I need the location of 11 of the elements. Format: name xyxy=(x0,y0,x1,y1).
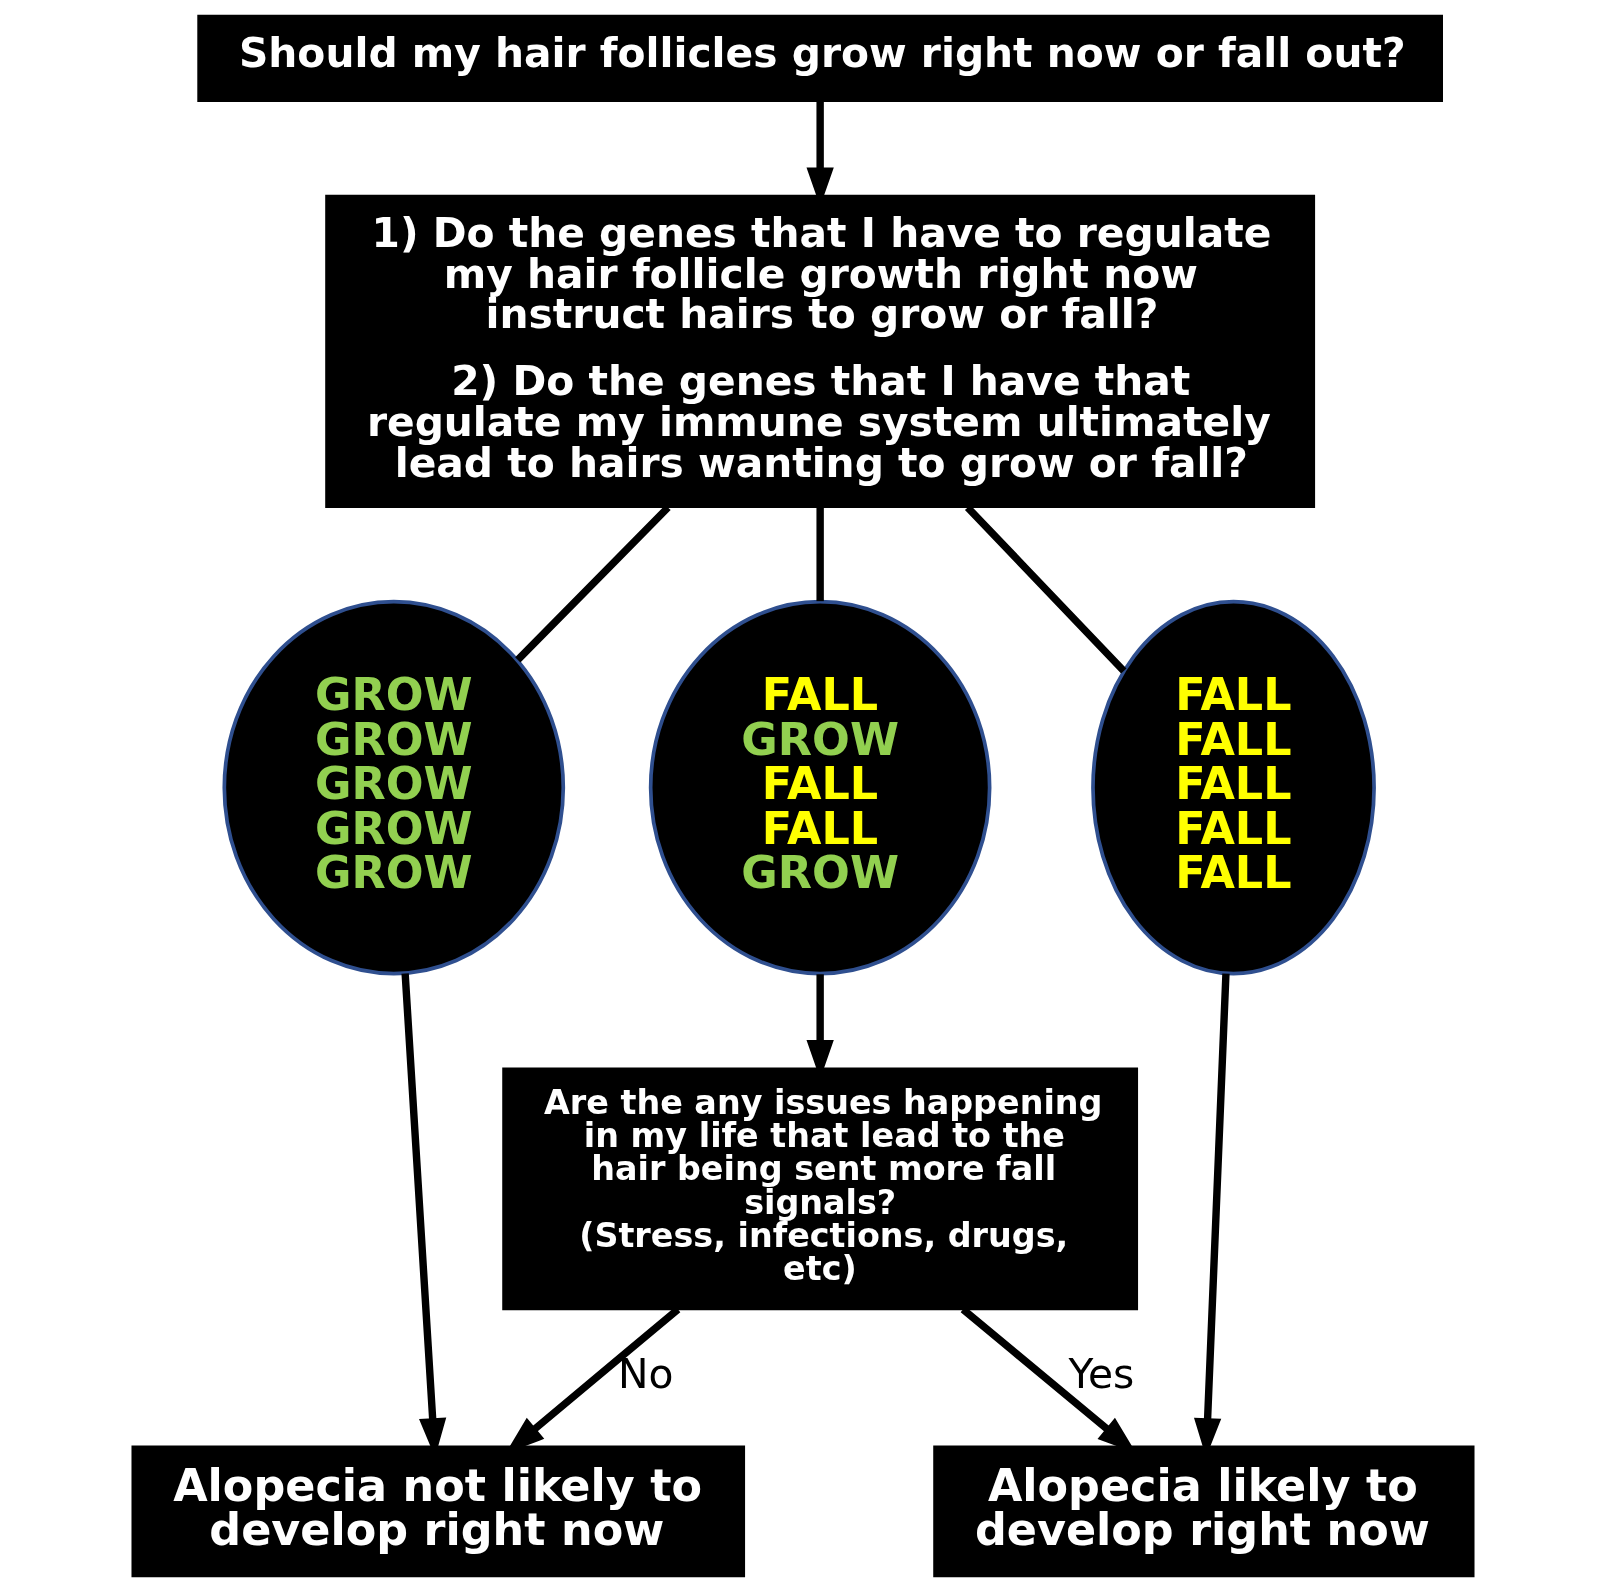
node-box: Are the any issues happening in my life that lead to the hair being sent more fall signals? (Stress, infections, drugs, etc) xyxy=(502,1067,1139,1311)
node-box: Should my hair follicles grow right now or fall out? xyxy=(197,14,1443,102)
node-box: 1) Do the genes that I have to regulate my hair follicle growth right now instruct hairs to grow or fall? 2) Do the genes that I have that regulate my immune system ultimately lead to hairs wanting to grow or fall? xyxy=(325,194,1316,508)
edge-label: Yes xyxy=(1068,1350,1135,1399)
node-circle: GROW GROW GROW GROW GROW xyxy=(222,599,566,976)
node-box: Alopecia likely to develop right now xyxy=(933,1445,1475,1578)
node-ellipse: FALL FALL FALL FALL FALL xyxy=(1091,599,1376,976)
node-circle: FALL GROW FALL FALL GROW xyxy=(648,599,992,976)
node-box: Alopecia not likely to develop right now xyxy=(131,1445,746,1578)
edge-label: No xyxy=(618,1350,674,1399)
connector xyxy=(816,507,824,602)
